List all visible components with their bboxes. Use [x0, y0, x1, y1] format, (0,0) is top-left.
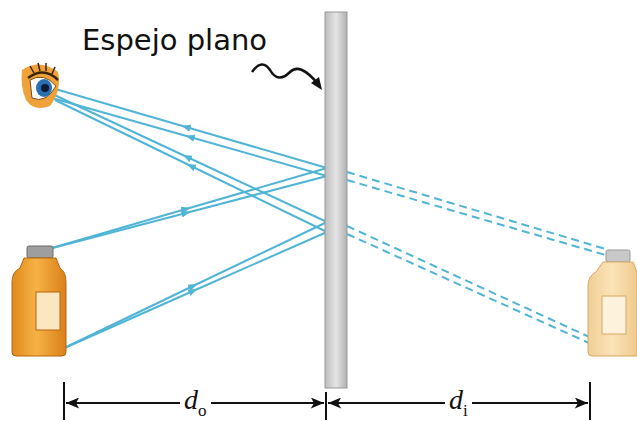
dimension-line	[64, 382, 590, 420]
light-ray	[45, 86, 327, 350]
label-text: Espejo plano	[82, 23, 267, 57]
eye	[22, 63, 60, 108]
image-bottle	[588, 250, 637, 356]
object-bottle	[12, 246, 66, 356]
plane-mirror	[325, 12, 347, 388]
object-distance: do	[180, 386, 211, 414]
mirror-label: Espejo plano	[82, 26, 267, 55]
virtual-ray	[347, 172, 609, 352]
leader-line	[252, 64, 318, 84]
label-text: d	[184, 384, 198, 415]
image-distance: di	[445, 386, 472, 414]
subscript-text: i	[463, 401, 468, 420]
label-text: d	[449, 384, 463, 415]
leader-head	[311, 77, 322, 90]
subscript-text: o	[198, 401, 207, 420]
